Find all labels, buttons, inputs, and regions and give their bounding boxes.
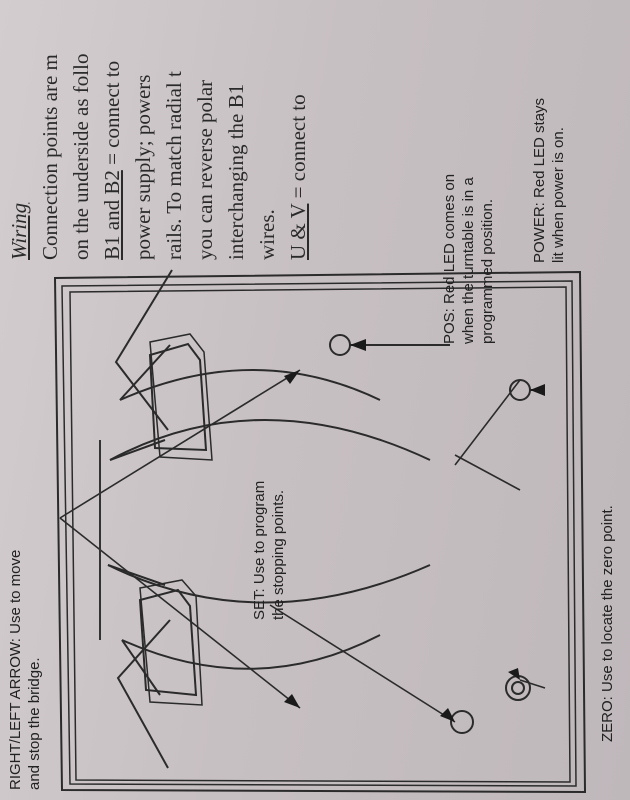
wiring-line: you can reverse polar xyxy=(193,79,217,260)
zero-button[interactable] xyxy=(505,675,531,701)
pos-label-line: when the turntable is in a xyxy=(460,177,477,344)
set-label-line: the stopping points. xyxy=(270,489,287,620)
pos-label-line: programmed position. xyxy=(479,198,496,344)
zero-label-line: ZERO: Use to locate the zero point. xyxy=(599,505,616,742)
set-label: SET: Use to program the stopping points. xyxy=(250,481,288,620)
wiring-line: rails. To match radial t xyxy=(162,71,186,260)
zero-button-ring xyxy=(511,681,525,695)
right-arrow-icon xyxy=(107,564,431,769)
arrow-label-line: RIGHT/LEFT ARROW: Use to move xyxy=(7,549,24,790)
pos-label-line: POS: Red LED comes on xyxy=(441,173,458,344)
arrow-label: RIGHT/LEFT ARROW: Use to move and stop t… xyxy=(6,550,44,790)
power-label: POWER: Red LED stays lit when power is o… xyxy=(530,98,568,263)
wiring-line: Connection points are m xyxy=(38,54,62,260)
wiring-term: B1 and B2 xyxy=(100,170,124,260)
wiring-line: power supply; powers xyxy=(131,74,155,260)
wiring-heading: Wiring xyxy=(7,202,31,260)
wiring-line: B1 and B2 = connect to xyxy=(97,54,128,260)
left-arrow-icon xyxy=(109,269,431,461)
wiring-section: Wiring Connection points are m on the un… xyxy=(4,54,314,260)
wiring-text: = connect to xyxy=(100,60,124,171)
set-label-line: SET: Use to program xyxy=(251,480,268,620)
power-label-line: lit when power is on. xyxy=(550,127,567,263)
wiring-line: interchanging the B1 xyxy=(224,83,248,260)
pos-label: POS: Red LED comes on when the turntable… xyxy=(440,174,497,344)
wiring-term: U & V xyxy=(286,203,310,260)
pos-led-icon xyxy=(329,334,351,356)
wiring-line: wires. xyxy=(255,209,279,260)
arrow-label-line: and stop the bridge. xyxy=(26,657,43,790)
wiring-text: = connect to xyxy=(286,94,310,204)
set-button[interactable] xyxy=(450,710,474,734)
panel-outline xyxy=(53,270,587,794)
power-label-line: POWER: Red LED stays xyxy=(531,97,548,263)
wiring-line: on the underside as follo xyxy=(69,53,93,260)
zero-label: ZERO: Use to locate the zero point. xyxy=(598,505,617,742)
wiring-line: U & V = connect to xyxy=(283,54,314,260)
